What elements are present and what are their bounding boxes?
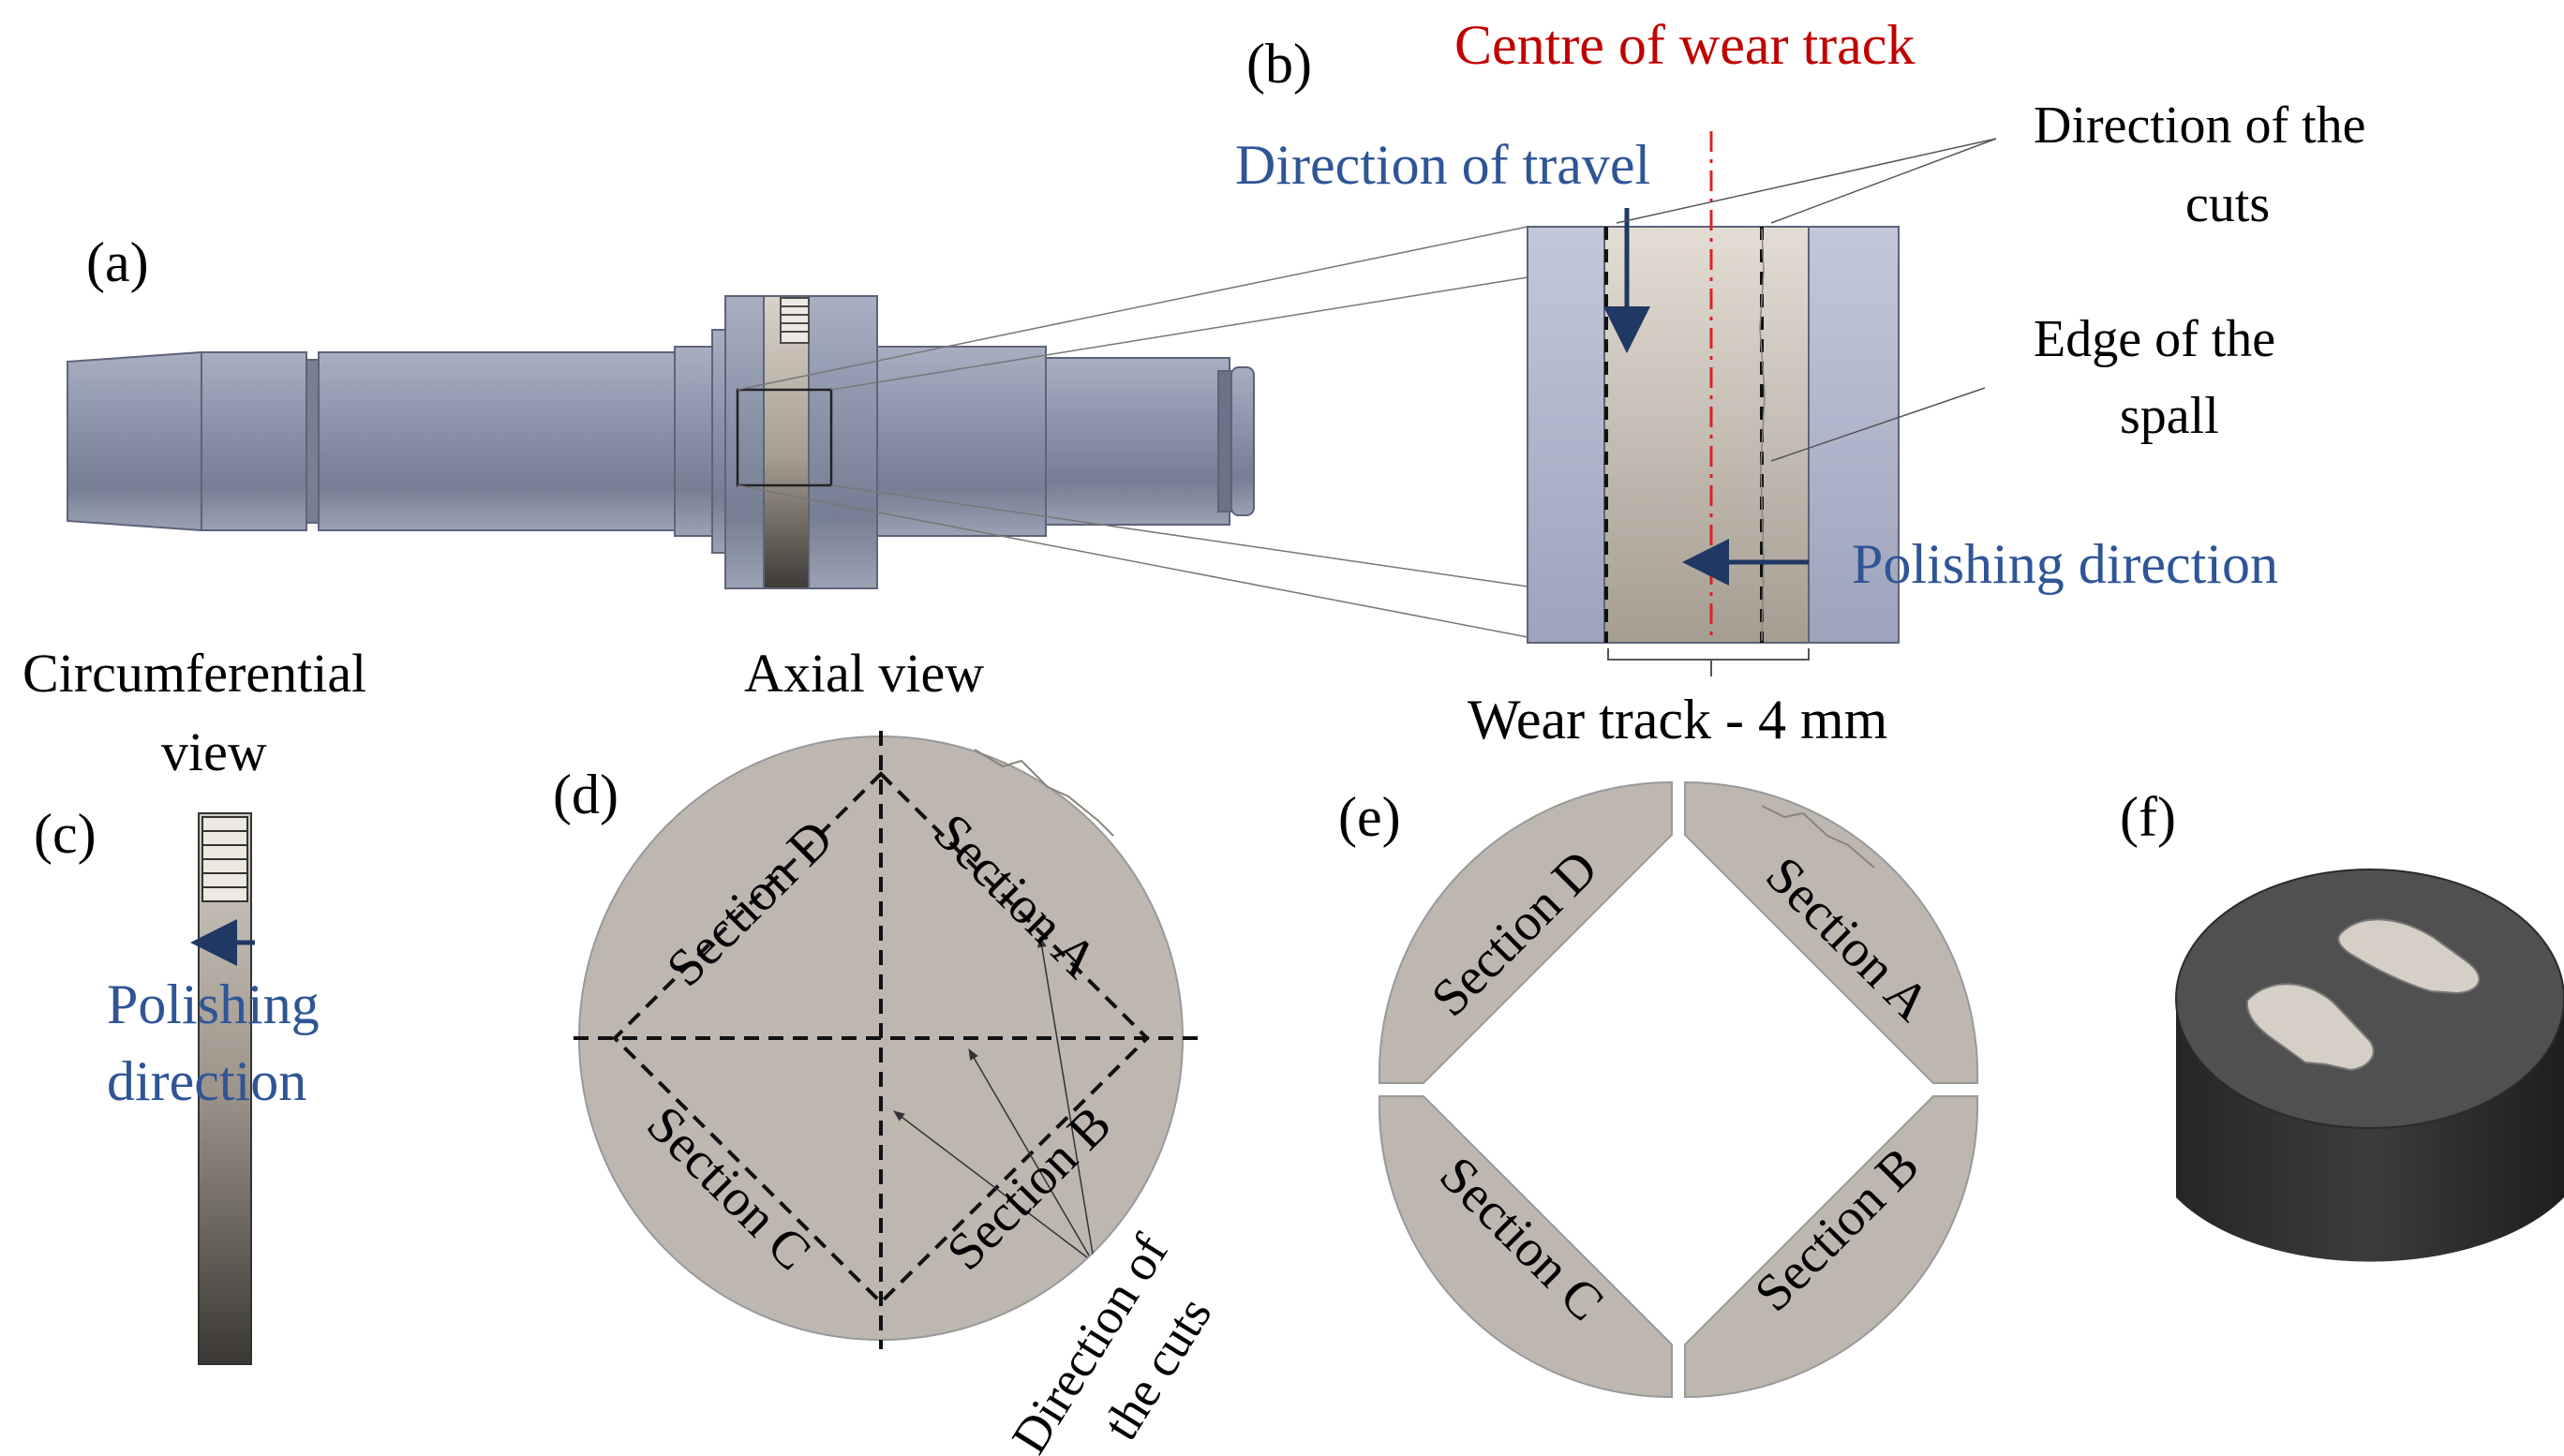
panel-c-strip (190, 812, 255, 1365)
shaft-band-marks (780, 297, 810, 344)
shaft-groove-1 (306, 359, 320, 524)
strip-marks (201, 816, 248, 902)
panel-b-zoom (1527, 131, 1997, 676)
circumferential-strip (198, 812, 252, 1365)
shaft-zoom-box (736, 388, 833, 487)
shaft-right-tip (1230, 366, 1255, 516)
zoom-wear-band (1603, 226, 1810, 644)
panel-a-shaft (67, 295, 1255, 589)
section-d-piece (1378, 780, 1673, 1084)
leader-lines-d (893, 936, 1094, 1258)
panel-d-label: (d) (553, 764, 619, 825)
section-c-piece (1378, 1095, 1673, 1399)
shaft-right-segment (1045, 357, 1230, 526)
direction-of-the-cuts-label-line2: cuts (2185, 175, 2270, 233)
edge-of-the-spall-label-line1: Edge of the (2034, 310, 2275, 368)
panel-e-label: (e) (1338, 786, 1401, 848)
section-a-piece (1684, 780, 1979, 1084)
panel-f-label: (f) (2120, 786, 2176, 848)
circumferential-view-label-line1: Circumferential (22, 643, 366, 704)
direction-of-travel-label: Direction of travel (1235, 134, 1650, 196)
shaft-right-groove (1217, 370, 1232, 513)
edge-of-the-spall-label-line2: spall (2120, 387, 2219, 445)
wear-track-bracket (1607, 648, 1810, 676)
panel-b-label: (b) (1246, 33, 1312, 95)
zoom-left-side (1527, 226, 1605, 644)
shaft-collar (674, 346, 713, 537)
circumferential-view-label-line2: view (161, 721, 267, 782)
direction-of-the-cuts-label-line1: Direction of the (2034, 97, 2366, 155)
puck-sample-right (2337, 918, 2481, 995)
spall-edge-e (1761, 805, 1875, 869)
axial-view-label: Axial view (744, 643, 984, 704)
zoom-right-side (1808, 226, 1900, 644)
panel-a-label: (a) (86, 231, 149, 293)
shaft-wear-band (763, 295, 810, 589)
shaft-main-segment (318, 351, 676, 531)
panel-d-disc (574, 731, 1201, 1349)
shaft-right-collar (876, 346, 1047, 537)
zoom-connector-lines (737, 226, 1528, 638)
centre-of-wear-track-label: Centre of wear track (1454, 14, 1915, 76)
shaft-left-segment (201, 351, 307, 531)
leader-lines-b (1616, 138, 1997, 462)
cut-lines-d (574, 731, 1201, 1349)
shaft-shoulder (711, 329, 726, 554)
panel-e-sections (1378, 780, 1979, 1399)
polishing-direction-label-c-line2: direction (107, 1050, 306, 1112)
panel-f-puck (2175, 869, 2564, 1262)
section-b-piece (1684, 1095, 1979, 1399)
panel-c-label: (c) (34, 803, 97, 865)
wear-track-label: Wear track - 4 mm (1468, 689, 1887, 750)
shaft-left-tip (67, 350, 202, 532)
puck-top (2175, 869, 2564, 1129)
puck-sample-left (2245, 983, 2375, 1072)
spall-edge-d (974, 749, 1114, 837)
polishing-direction-label-c-line1: Polishing (107, 973, 320, 1035)
polishing-direction-label-b: Polishing direction (1852, 533, 2278, 595)
